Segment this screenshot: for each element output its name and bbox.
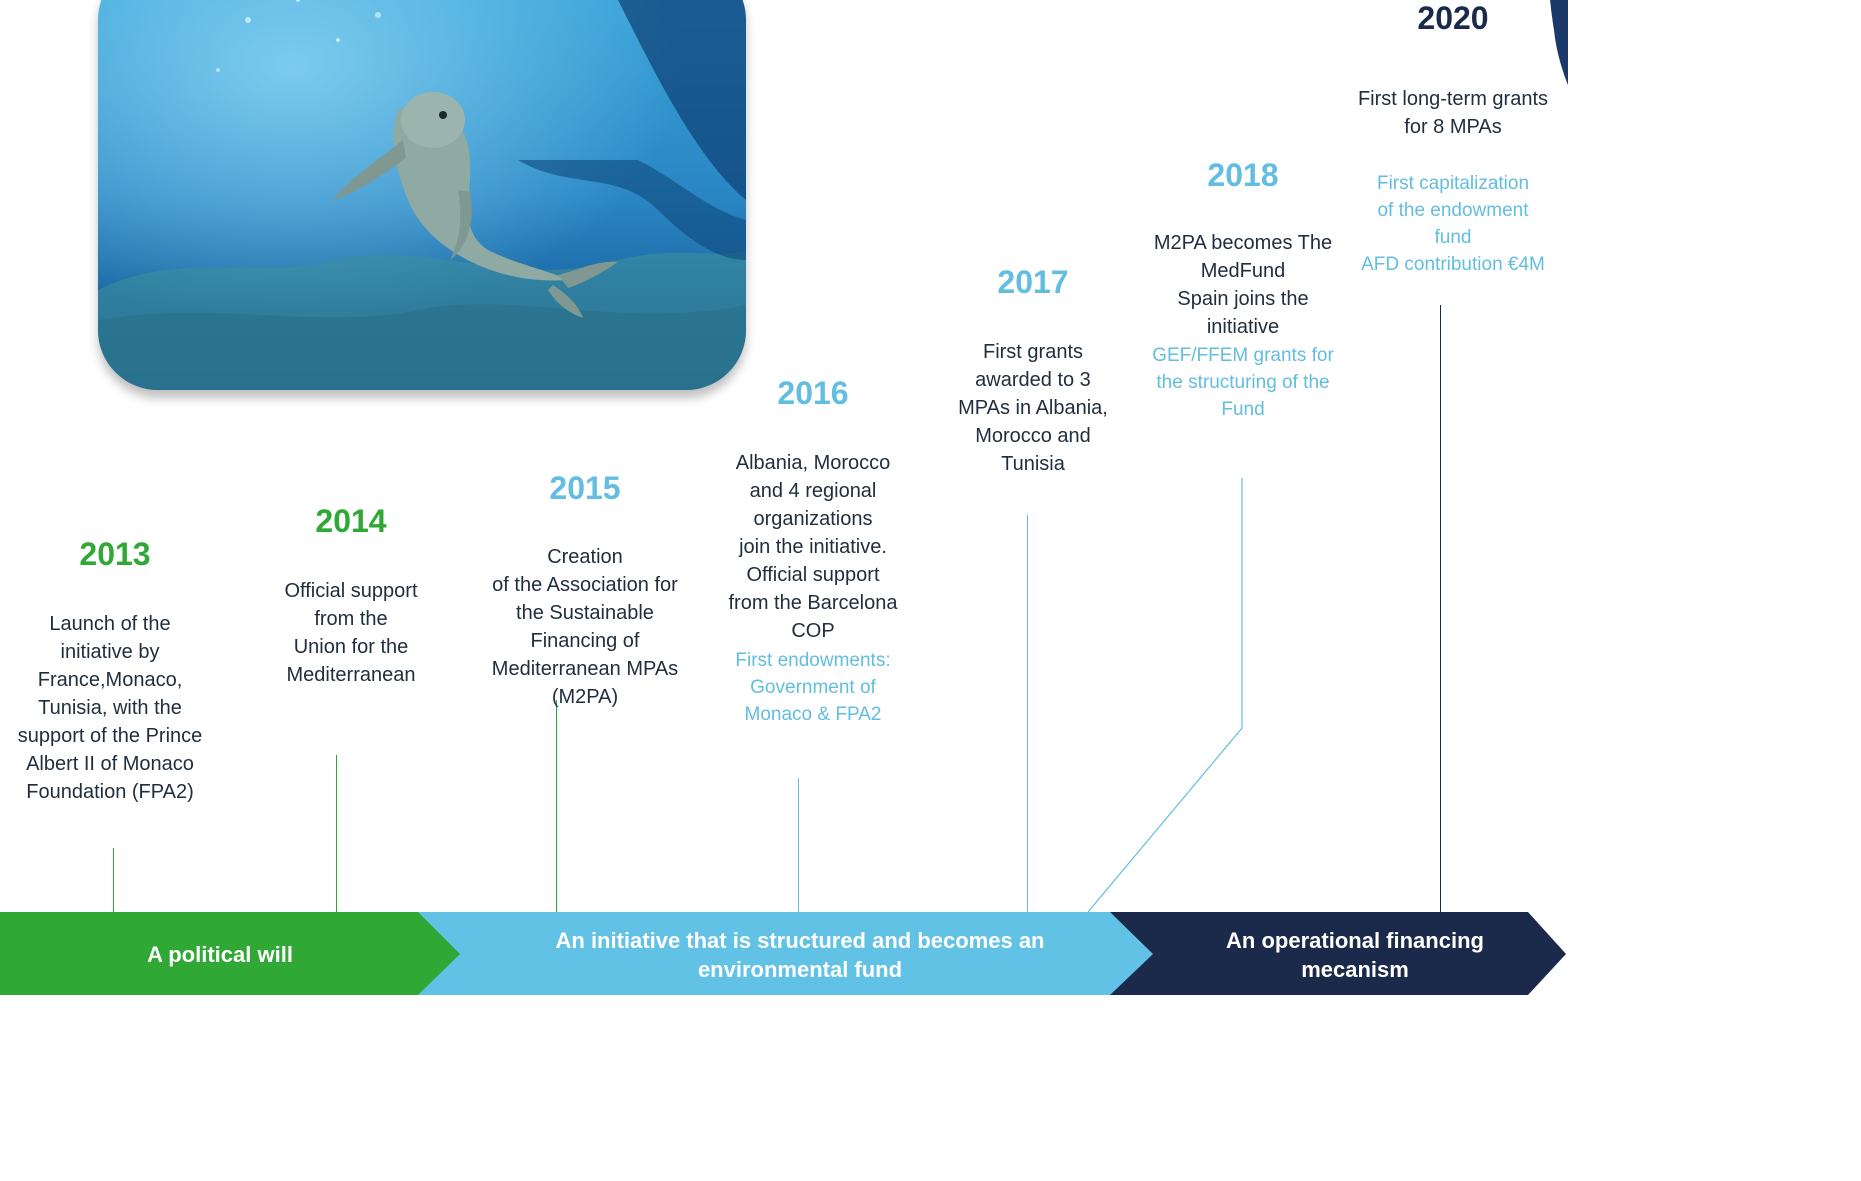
year-2020: 2020 (1417, 0, 1489, 36)
year-2018: 2018 (1207, 157, 1279, 193)
year-2016: 2016 (777, 375, 849, 411)
phase-2-arrow (400, 912, 1153, 995)
phase-arrow-bar (0, 912, 1566, 995)
phase-3-arrow (1080, 912, 1566, 995)
connector-2013 (113, 848, 114, 912)
phase-1-arrow (0, 912, 460, 995)
decorative-edge-shape (1550, 0, 1568, 85)
connector-2020 (1440, 305, 1441, 912)
year-2017: 2017 (997, 264, 1069, 300)
phase-2-label: An initiative that is structured and bec… (555, 928, 1045, 982)
connector-2014 (336, 755, 337, 912)
connector-2016 (798, 778, 799, 912)
connector-2017 (1027, 515, 1028, 912)
year-2015: 2015 (549, 470, 621, 506)
year-2013: 2013 (79, 536, 151, 572)
connector-2015 (556, 700, 557, 912)
year-2014: 2014 (315, 503, 387, 539)
monk-seal-underwater-icon (98, 0, 746, 390)
phase-1-label: A political will (147, 942, 293, 967)
connector-2018 (1087, 478, 1243, 913)
monk-seal-photo (98, 0, 746, 390)
